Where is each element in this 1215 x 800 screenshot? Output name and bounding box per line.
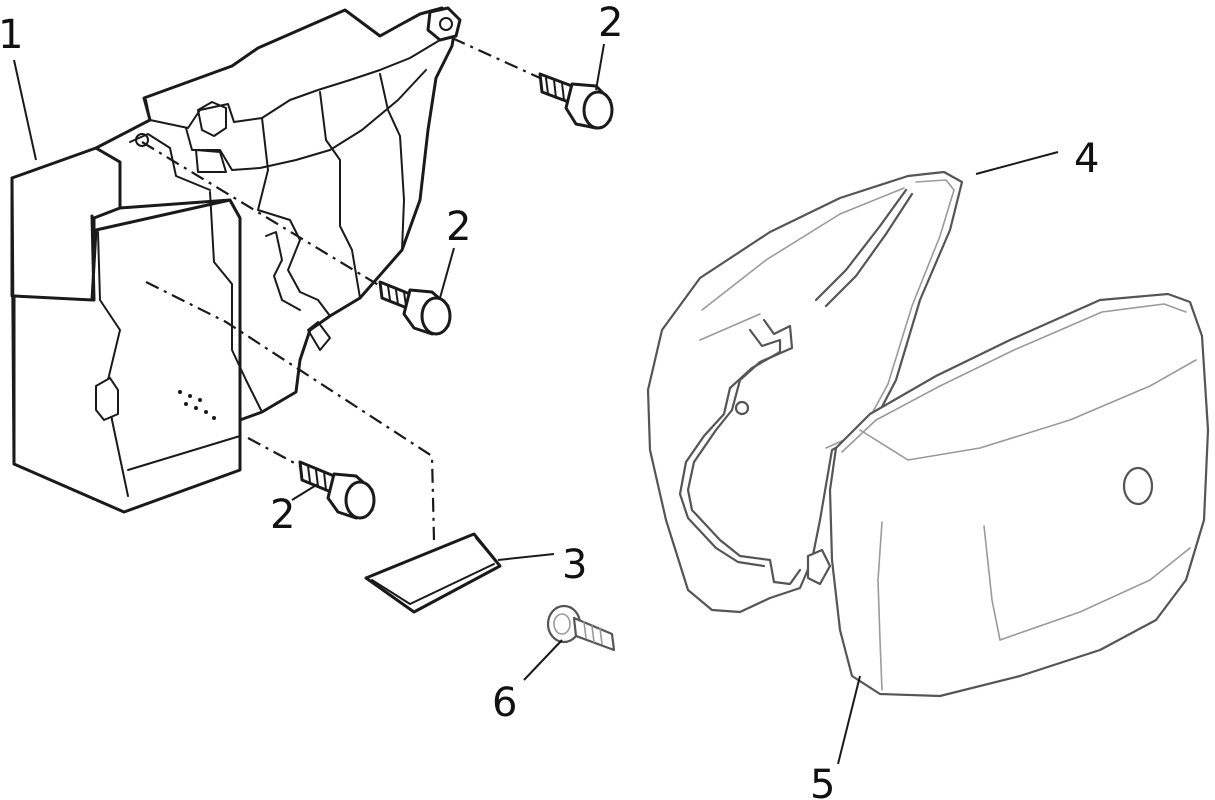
callout-labels: 1 2 2 2 3 4 5 6 <box>0 0 1099 800</box>
callout-2-bottom: 2 <box>270 492 295 538</box>
callout-5: 5 <box>810 762 835 800</box>
callout-4: 4 <box>1074 136 1099 182</box>
part-2-bolt-middle <box>378 280 452 336</box>
part-3-plate <box>364 532 502 614</box>
part-6-screw <box>546 604 616 652</box>
part-2-bolt-top <box>538 72 614 130</box>
leader-lines <box>13 43 1059 765</box>
assembly-centerlines <box>141 36 541 541</box>
part-5-right-side-cover <box>828 292 1210 698</box>
callout-6: 6 <box>492 680 517 726</box>
callout-2-middle: 2 <box>446 204 471 250</box>
callout-2-top: 2 <box>598 0 623 46</box>
callout-1: 1 <box>0 12 23 58</box>
vent-holes <box>178 390 216 420</box>
part-1-battery-box <box>10 6 462 514</box>
part-2-bolt-bottom <box>298 460 376 520</box>
callout-3: 3 <box>562 542 587 588</box>
